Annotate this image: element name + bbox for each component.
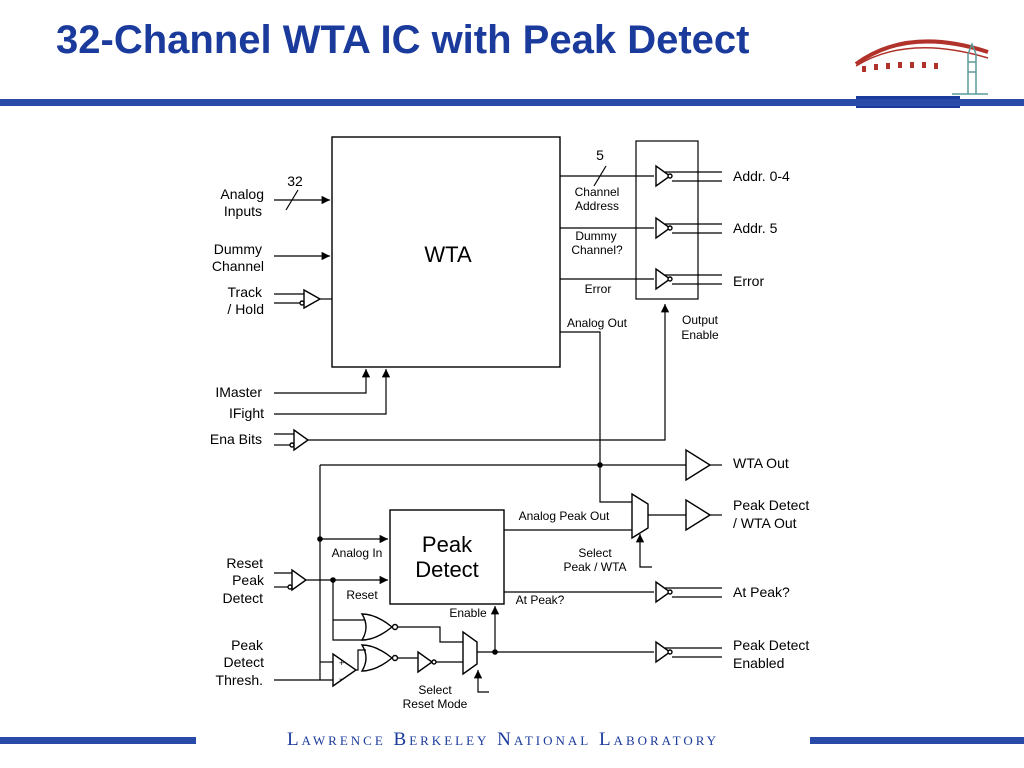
error-internal-label: Error — [585, 282, 612, 296]
analog-out-label: Analog Out — [567, 316, 628, 330]
dummy-channel-label-2: Channel — [212, 258, 264, 274]
output-enable-label-2: Enable — [681, 328, 719, 342]
channel-address-label-2: Address — [575, 199, 619, 213]
peak-detect-label-1: Peak — [422, 532, 473, 557]
analog-inputs-label-1: Analog — [220, 186, 264, 202]
title-rule — [0, 99, 1024, 106]
select-peak-wta-label-2: Peak / WTA — [563, 560, 626, 574]
peak-detect-label-2: Detect — [415, 557, 479, 582]
peak-detect-thresh-label-2: Detect — [224, 654, 265, 670]
channel-address-label-1: Channel — [575, 185, 620, 199]
reset-mode-mux — [462, 630, 478, 676]
dummy-channel-q-label-2: Channel? — [571, 243, 623, 257]
addr-0-4-label: Addr. 0-4 — [733, 168, 790, 184]
addr-5-label: Addr. 5 — [733, 220, 778, 236]
wta-out-label: WTA Out — [733, 455, 789, 471]
reset-peak-detect-label-1: Reset — [226, 555, 263, 571]
svg-text:+: + — [339, 658, 344, 668]
reset-peak-detect-label-2: Peak — [232, 572, 265, 588]
footer-rule-left — [0, 737, 196, 744]
slide-title: 32-Channel WTA IC with Peak Detect — [56, 18, 750, 62]
at-peak-internal-label: At Peak? — [516, 593, 565, 607]
peak-detect-wta-out-label-1: Peak Detect — [733, 497, 809, 513]
track-hold-label-2: / Hold — [227, 301, 264, 317]
dummy-channel-label-1: Dummy — [214, 241, 262, 257]
output-buffer-group — [635, 140, 699, 300]
error-output-label: Error — [733, 273, 764, 289]
threshold-comparator — [332, 652, 358, 688]
tristate-buffers — [655, 164, 673, 291]
analog-peak-out-label: Analog Peak Out — [519, 509, 610, 523]
peak-detect-enabled-label-1: Peak Detect — [733, 637, 809, 653]
output-mux — [631, 492, 649, 540]
select-reset-mode-label-2: Reset Mode — [403, 697, 468, 711]
svg-text:−: − — [339, 674, 344, 684]
analog-in-label: Analog In — [332, 546, 383, 560]
footer-rule-right — [810, 737, 1024, 744]
output-enable-label-1: Output — [682, 313, 719, 327]
at-peak-output-label: At Peak? — [733, 584, 790, 600]
ena-bits-label: Ena Bits — [210, 431, 262, 447]
footer-text: Lawrence Berkeley National Laboratory — [286, 729, 720, 750]
wta-block — [331, 136, 561, 368]
peak-detect-thresh-label-3: Thresh. — [216, 672, 263, 688]
or-gate-2 — [360, 644, 394, 672]
peak-detect-thresh-label-1: Peak — [231, 637, 264, 653]
bus-width-out: 5 — [596, 147, 604, 163]
reset-peak-detect-label-3: Detect — [223, 590, 264, 606]
reset-label: Reset — [346, 588, 378, 602]
peak-detect-block — [389, 509, 505, 605]
analog-inputs-label-2: Inputs — [224, 203, 262, 219]
wta-label: WTA — [424, 242, 472, 267]
enable-label: Enable — [449, 606, 487, 620]
or-gate-1 — [360, 613, 394, 641]
peak-detect-wta-out-label-2: / WTA Out — [733, 515, 797, 531]
peak-detect-enabled-label-2: Enabled — [733, 655, 784, 671]
ifight-label: IFight — [229, 405, 264, 421]
imaster-label: IMaster — [215, 384, 262, 400]
track-hold-label-1: Track — [228, 284, 263, 300]
dummy-channel-q-label-1: Dummy — [575, 229, 616, 243]
select-peak-wta-label-1: Select — [578, 546, 612, 560]
bus-width-in: 32 — [287, 173, 303, 189]
select-reset-mode-label-1: Select — [418, 683, 452, 697]
